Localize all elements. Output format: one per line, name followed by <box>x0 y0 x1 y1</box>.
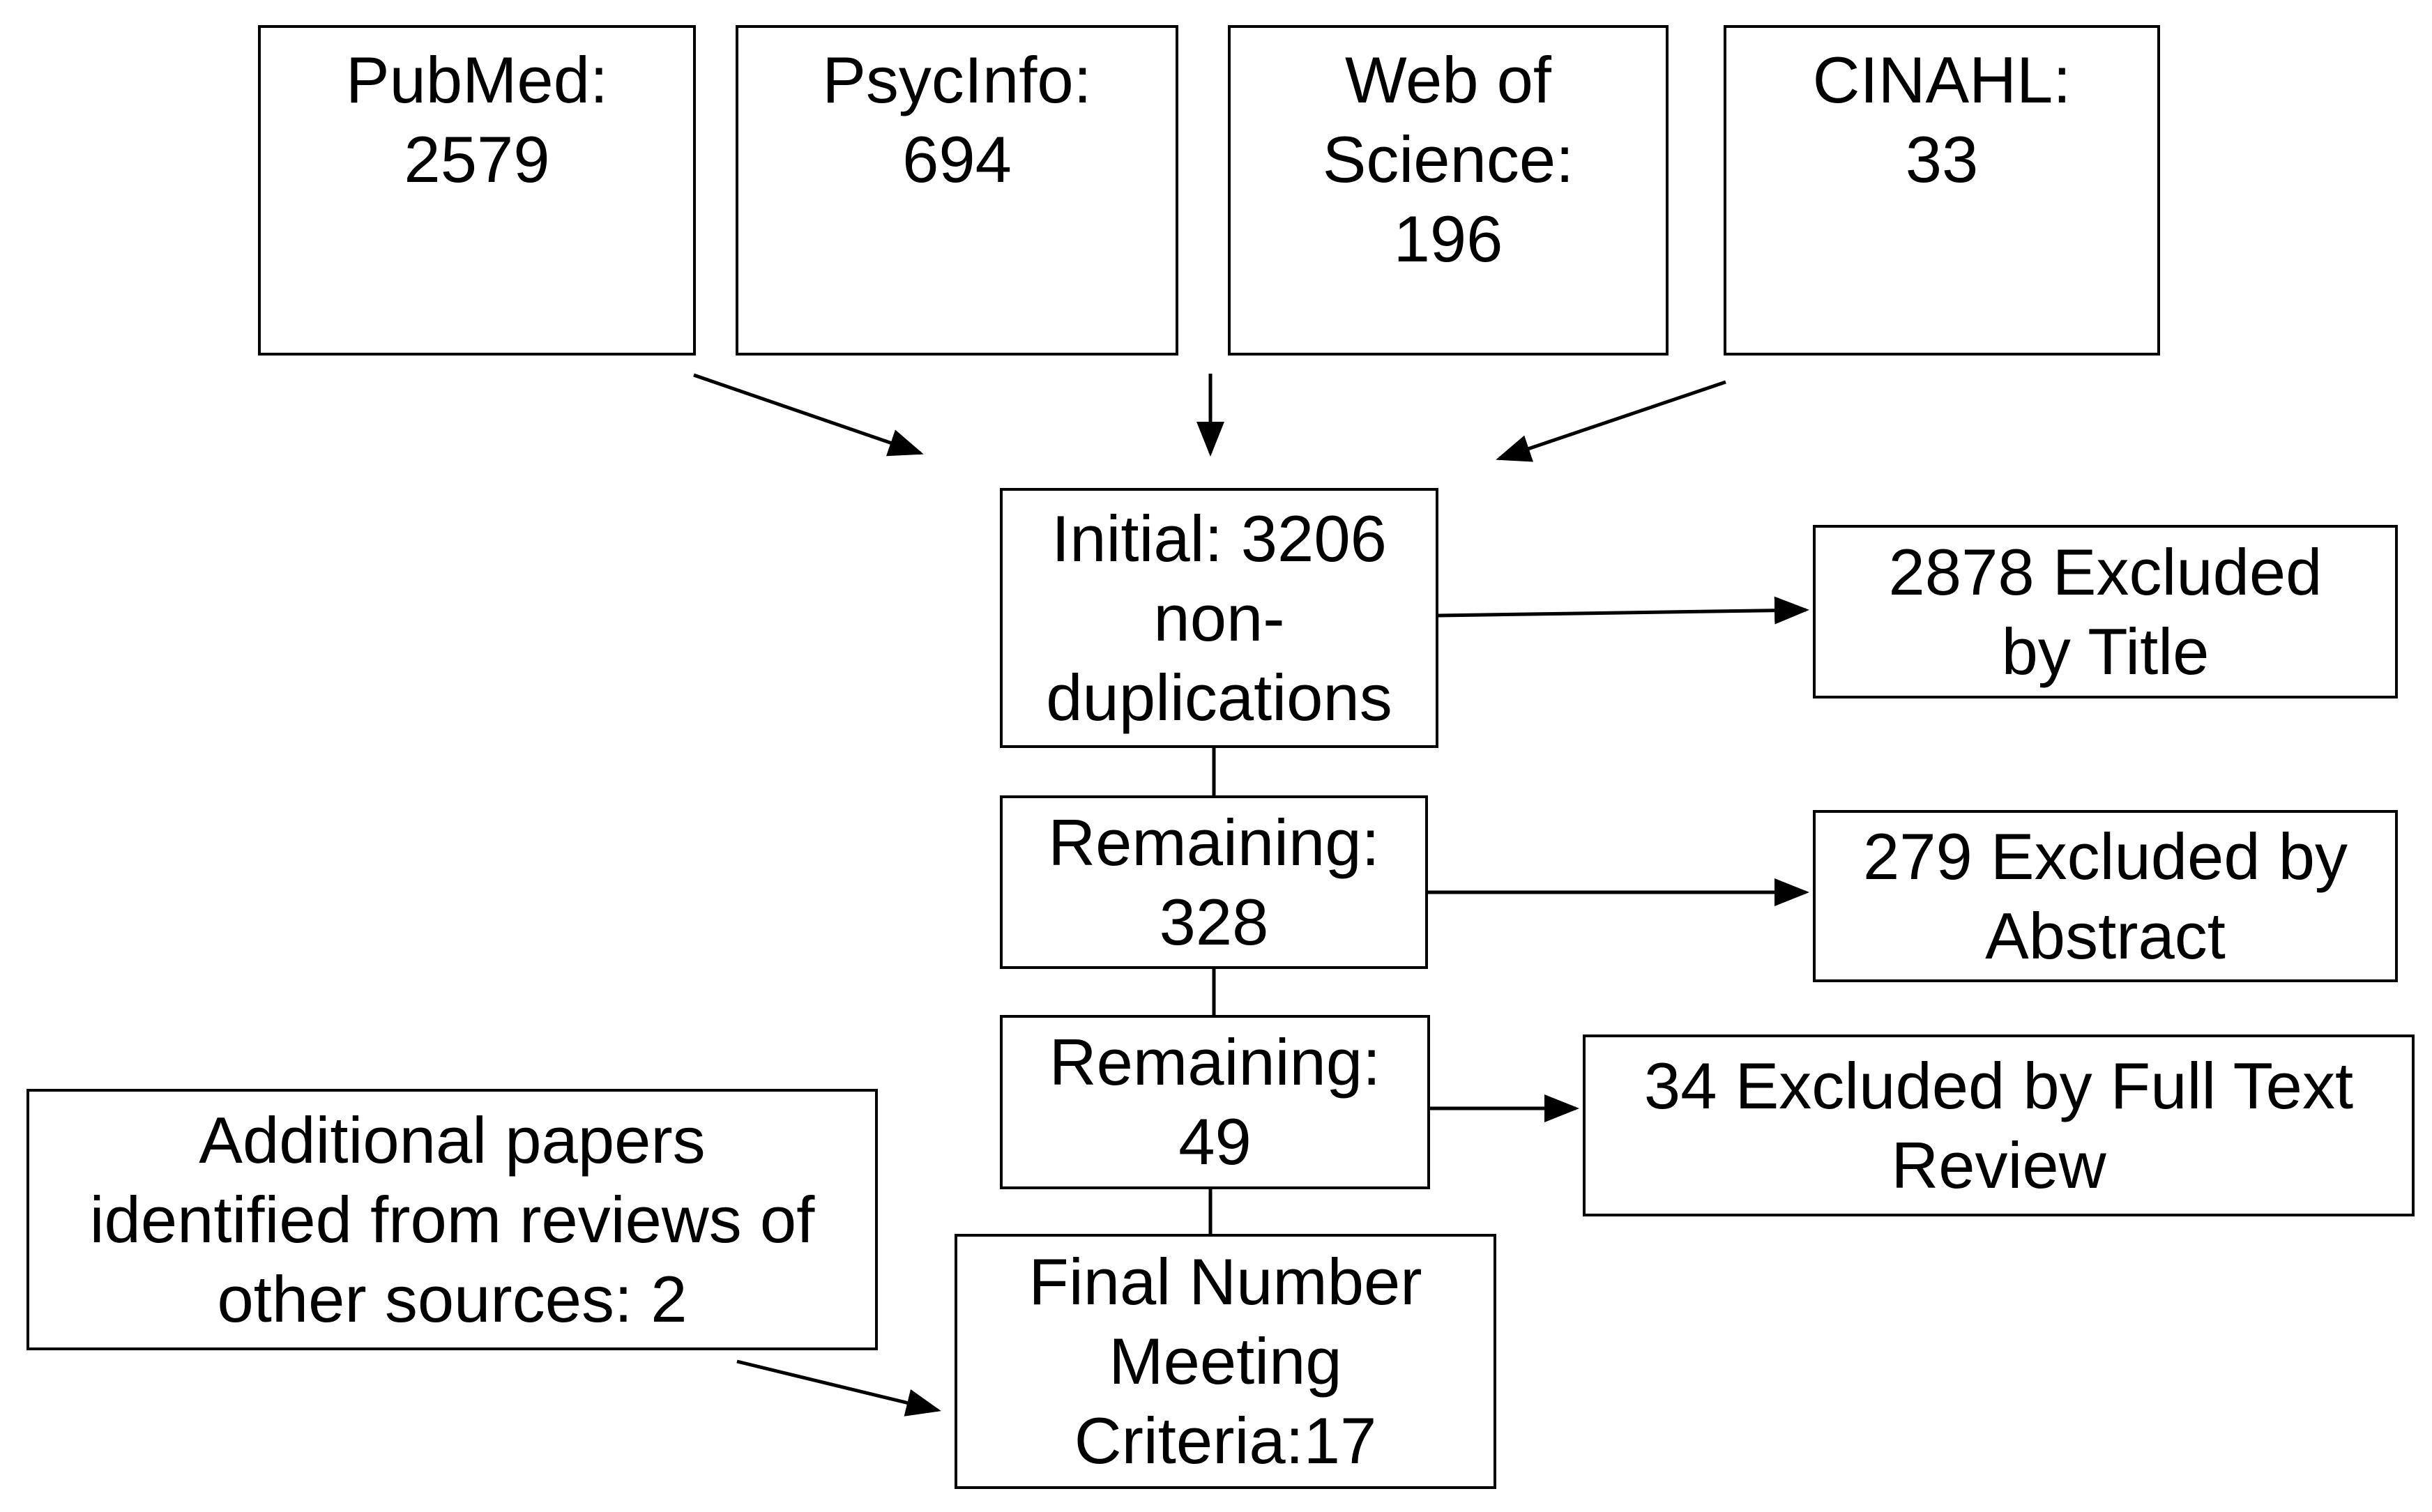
source-label-pubmed: PubMed: 2579 <box>345 43 609 196</box>
initial-box: Initial: 3206 non- duplications <box>1000 488 1438 748</box>
arrow-pubmed-to-initial <box>693 373 924 457</box>
final-box: Final Number Meeting Criteria:17 <box>955 1234 1496 1489</box>
initial-label: Initial: 3206 non- duplications <box>1046 501 1392 734</box>
excluded-title-label: 2878 Excluded by Title <box>1888 535 2323 688</box>
arrow-cinahl-to-initial <box>1496 380 1726 462</box>
excluded-abstract-label: 279 Excluded by Abstract <box>1862 819 2348 972</box>
additional-papers-label: Additional papers identified from review… <box>89 1103 815 1336</box>
remaining-label-1: Remaining: 328 <box>1048 805 1380 959</box>
arrow-initial-to-excluded-title <box>1438 596 1809 625</box>
remaining-box-1: Remaining: 328 <box>1000 795 1428 969</box>
arrow-additional-to-final <box>736 1359 941 1416</box>
source-label-psycinfo: PsycInfo: 694 <box>822 43 1092 196</box>
remaining-label-2: Remaining: 49 <box>1049 1025 1381 1178</box>
excluded-fulltext-box: 34 Excluded by Full Text Review <box>1583 1034 2415 1216</box>
source-label-cinahl: CINAHL: 33 <box>1812 43 2072 196</box>
remaining-box-2: Remaining: 49 <box>1000 1015 1430 1189</box>
additional-papers-box: Additional papers identified from review… <box>26 1089 878 1350</box>
source-box-cinahl: CINAHL: 33 <box>1724 25 2160 356</box>
excluded-abstract-box: 279 Excluded by Abstract <box>1813 810 2398 982</box>
source-box-psycinfo: PsycInfo: 694 <box>736 25 1178 356</box>
excluded-title-box: 2878 Excluded by Title <box>1813 525 2398 698</box>
source-box-pubmed: PubMed: 2579 <box>258 25 696 356</box>
source-label-web-of-science: Web of Science: 196 <box>1322 43 1574 275</box>
final-label: Final Number Meeting Criteria:17 <box>1028 1245 1422 1477</box>
source-box-web-of-science: Web of Science: 196 <box>1228 25 1669 356</box>
excluded-fulltext-label: 34 Excluded by Full Text Review <box>1643 1048 2354 1202</box>
